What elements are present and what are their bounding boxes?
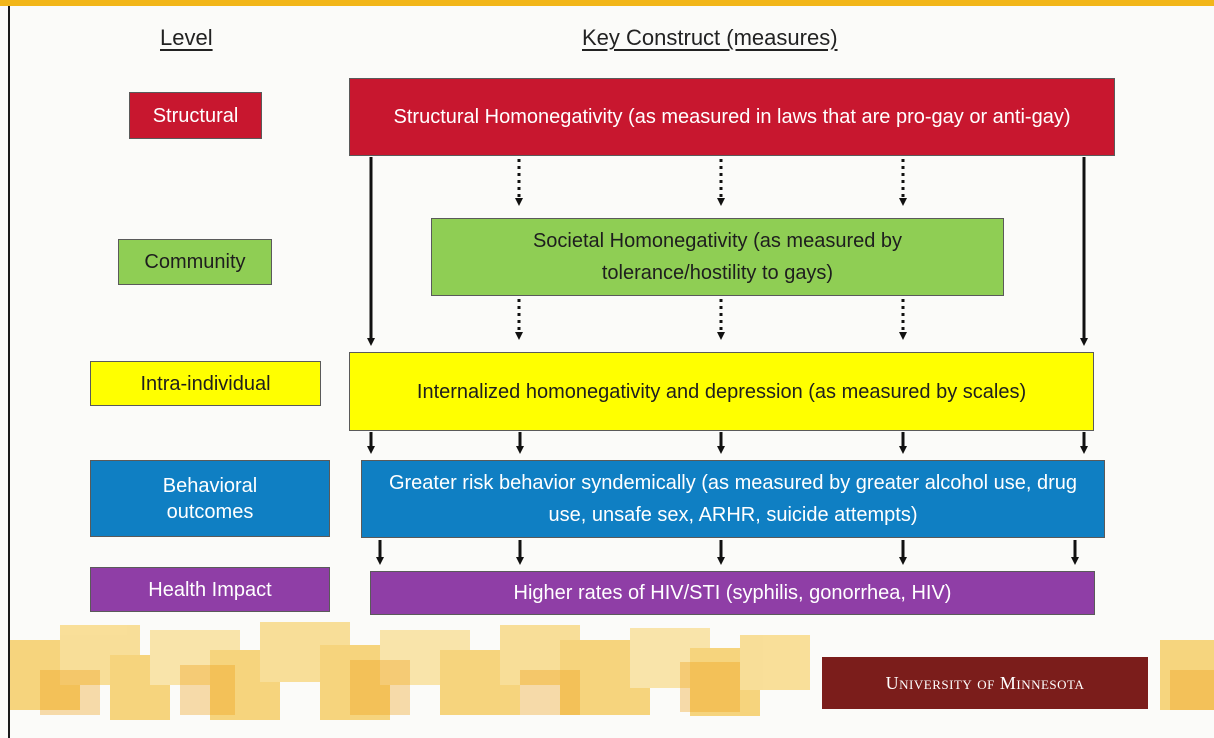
level-intra-individual: Intra-individual [90,361,321,406]
level-structural: Structural [129,92,262,139]
construct-health-outcomes: Higher rates of HIV/STI (syphilis, gonor… [370,571,1095,615]
left-border-line [8,6,10,738]
university-logo: University of Minnesota [822,657,1148,709]
level-health-impact: Health Impact [90,567,330,612]
level-heading: Level [160,25,213,50]
level-community: Community [118,239,272,285]
level-behavioral-outcomes: Behavioral outcomes [90,460,330,537]
construct-societal-homonegativity: Societal Homonegativity (as measured by … [431,218,1004,296]
construct-internalized-homonegativity: Internalized homonegativity and depressi… [349,352,1094,431]
top-accent-bar [0,0,1214,6]
construct-heading: Key Construct (measures) [582,25,838,50]
university-logo-text: University of Minnesota [885,672,1085,693]
construct-risk-behavior: Greater risk behavior syndemically (as m… [361,460,1105,538]
construct-structural-homonegativity: Structural Homonegativity (as measured i… [349,78,1115,156]
decorative-gold-band [10,622,1214,720]
